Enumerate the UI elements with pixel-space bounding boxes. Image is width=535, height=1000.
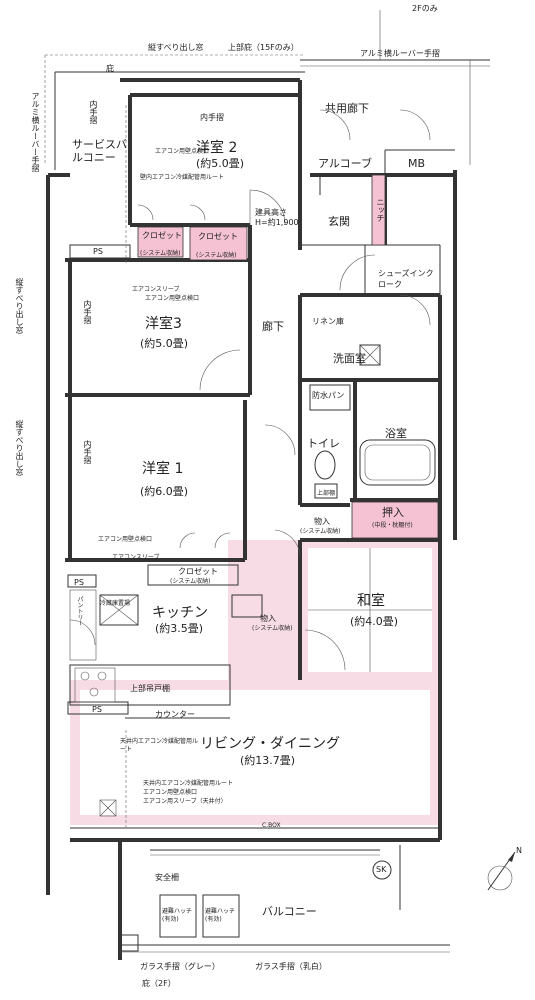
oshiire-box [351,501,439,539]
closet-2-box [189,226,248,261]
closet-1-box [137,226,184,258]
entrance-hall-floor [228,540,300,680]
niche-box [371,174,386,246]
